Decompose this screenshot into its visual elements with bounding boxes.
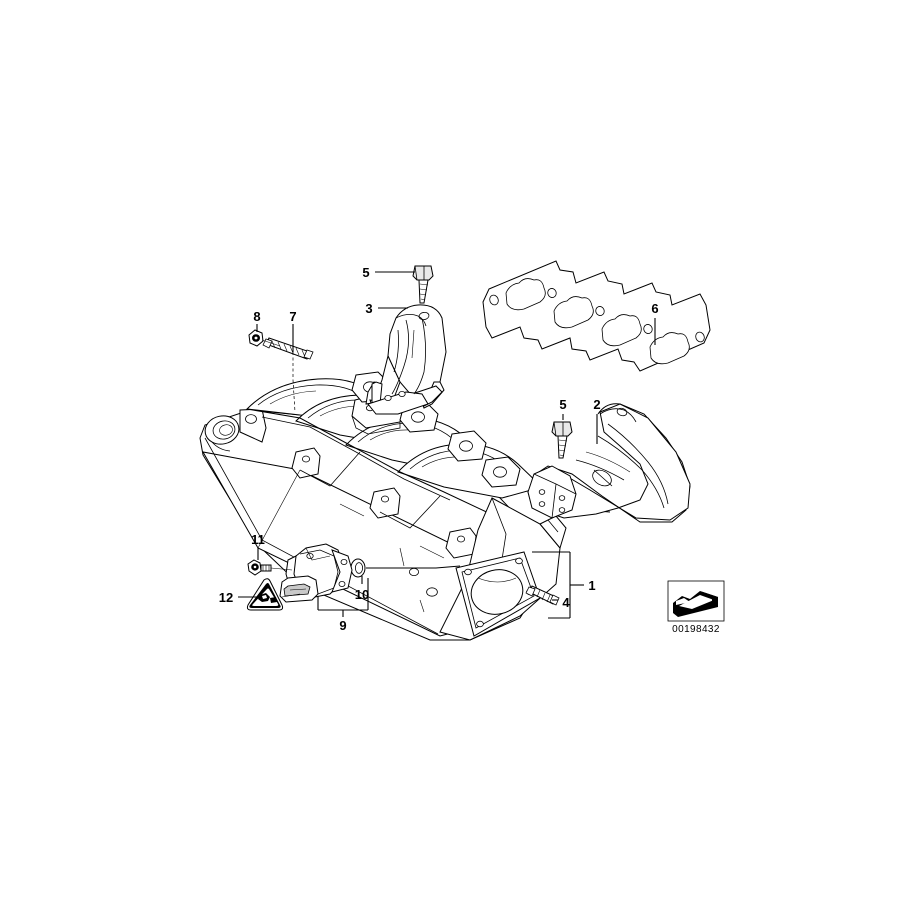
callout-11-label: 11 bbox=[251, 532, 265, 547]
folded-sheet-icon bbox=[673, 591, 718, 617]
diagram-id-number: 00198432 bbox=[672, 624, 720, 635]
gasket-part-6 bbox=[482, 260, 711, 372]
callout-2-label: 2 bbox=[593, 397, 600, 412]
callout-6-label: 6 bbox=[651, 301, 658, 316]
callout-1-label: 1 bbox=[588, 578, 595, 593]
diagram-id-stamp: 00198432 bbox=[667, 580, 725, 635]
callout-5-lower-label: 5 bbox=[559, 397, 566, 412]
callout-numbers: 1 2 3 4 5 5 6 7 8 9 10 11 12 bbox=[219, 265, 659, 633]
callout-12-label: 12 bbox=[219, 590, 233, 605]
bracket-part-2 bbox=[527, 403, 691, 523]
callout-4-label: 4 bbox=[562, 595, 570, 610]
callout-3-label: 3 bbox=[365, 301, 372, 316]
bolt-part-5-lower bbox=[551, 421, 573, 459]
nut-part-8 bbox=[248, 329, 264, 347]
callout-8-label: 8 bbox=[253, 309, 260, 324]
oring-part-10 bbox=[350, 558, 366, 578]
callout-9-label: 9 bbox=[339, 618, 346, 633]
warning-label-part-12 bbox=[246, 578, 284, 611]
bolt-part-5-upper bbox=[412, 265, 434, 304]
bracket-part-3 bbox=[365, 304, 447, 415]
callout-5-upper-label: 5 bbox=[362, 265, 369, 280]
stud-part-7 bbox=[262, 337, 314, 360]
screw-part-11 bbox=[247, 559, 272, 576]
callout-10-label: 10 bbox=[355, 587, 369, 602]
callout-7-label: 7 bbox=[289, 309, 296, 324]
leader-lines bbox=[238, 271, 656, 619]
